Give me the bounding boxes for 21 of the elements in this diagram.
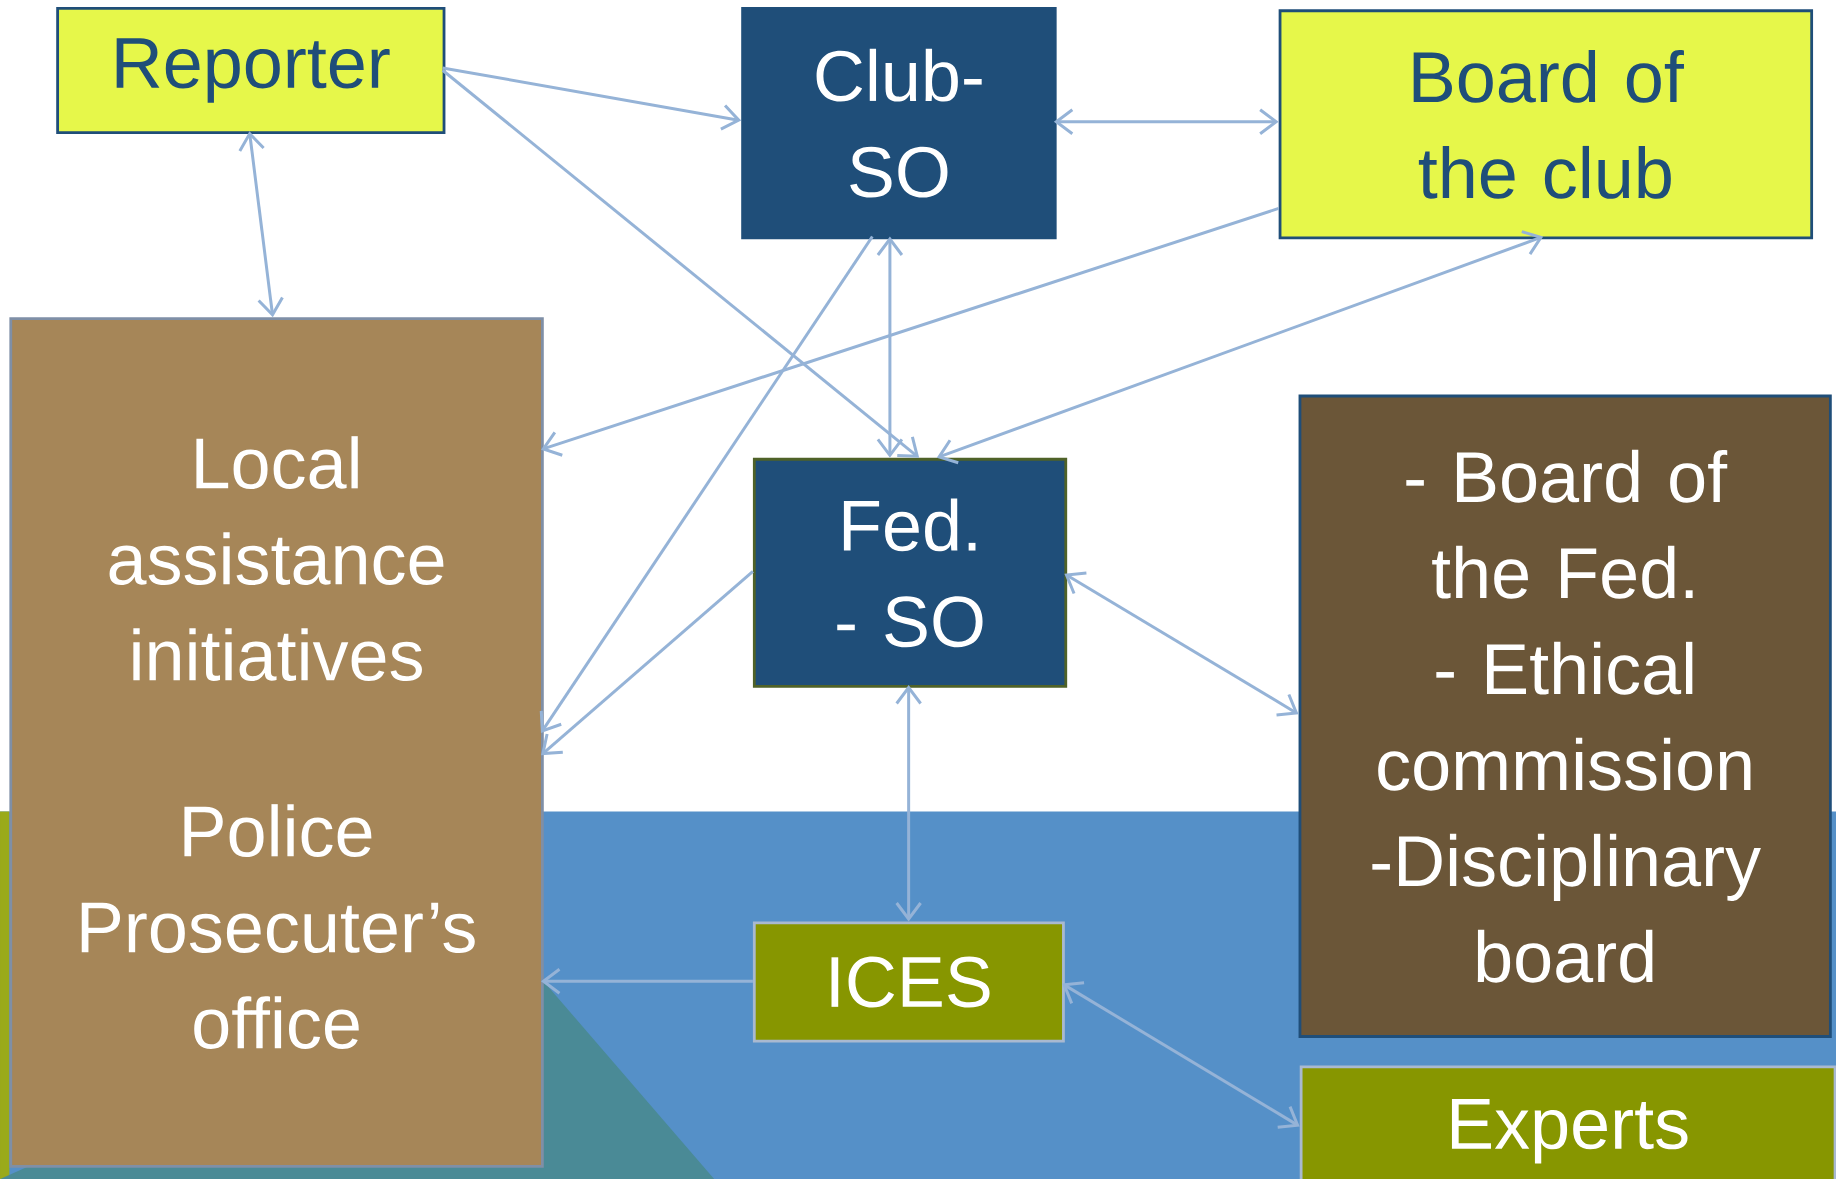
arrow bbox=[1053, 108, 1279, 135]
arrow bbox=[1064, 571, 1299, 717]
process-box: Fed. - SO bbox=[752, 457, 1068, 688]
process-box: Board of the club bbox=[1278, 9, 1814, 240]
arrow bbox=[238, 131, 284, 318]
process-box: Reporter bbox=[56, 6, 446, 134]
arrow bbox=[876, 236, 904, 458]
process-box: Experts bbox=[1299, 1065, 1836, 1179]
process-box: Club- SO bbox=[741, 6, 1057, 240]
arrow bbox=[441, 69, 920, 458]
arrow bbox=[442, 66, 742, 131]
arrow bbox=[541, 968, 753, 995]
arrow bbox=[936, 230, 1544, 465]
arrow bbox=[540, 206, 1280, 457]
process-box: - Board of the Fed. - Ethical commission -Disciplinary board bbox=[1298, 394, 1832, 1038]
arrow bbox=[895, 684, 922, 922]
arrow bbox=[540, 570, 754, 756]
process-box: ICES bbox=[752, 921, 1065, 1043]
arrow bbox=[1062, 981, 1300, 1129]
process-box: Local assistance initiatives Police Prosecuter’s office bbox=[9, 317, 544, 1168]
arrow bbox=[539, 235, 874, 733]
